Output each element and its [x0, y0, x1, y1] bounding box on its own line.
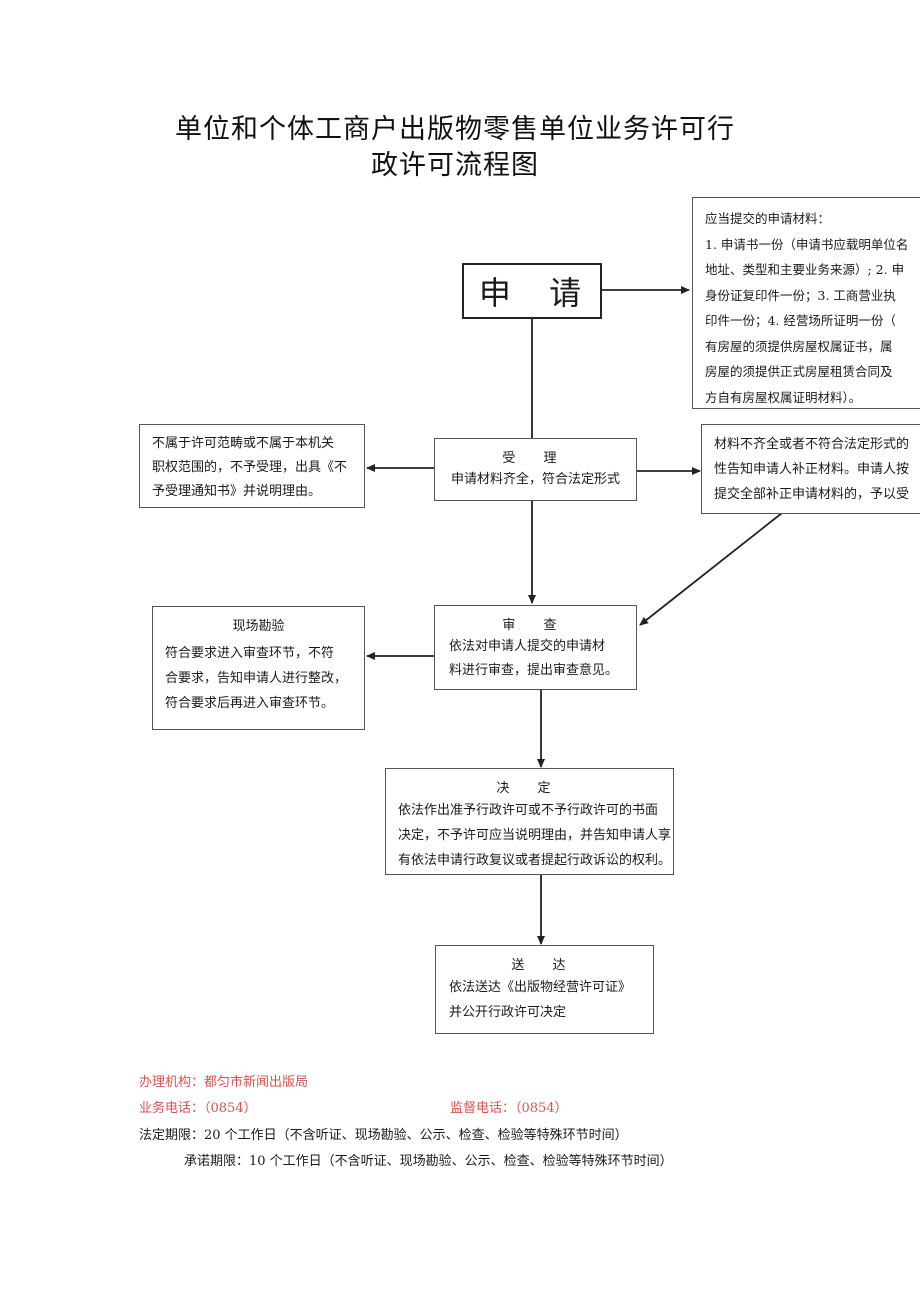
deliver-line-1: 依法送达《出版物经营许可证》: [449, 980, 632, 995]
review-line-2: 料进行审查，提出审查意见。: [449, 663, 619, 678]
materials-line-6: 有房屋的须提供房屋权属证书，属: [705, 338, 893, 354]
materials-line-8: 方自有房屋权属证明材料）。: [705, 389, 862, 405]
site-line-1: 符合要求进入审查环节，不符: [165, 646, 335, 661]
site-inspection-node: 现场勘验 符合要求进入审查环节，不符 合要求，告知申请人进行整改， 符合要求后再…: [152, 606, 365, 730]
arrow-incomplete-to-review: [639, 512, 783, 626]
decide-line-2: 决定，不予许可应当说明理由，并告知申请人享: [398, 828, 672, 843]
decide-node: 决 定 依法作出准予行政许可或不予行政许可的书面 决定，不予许可应当说明理由，并…: [385, 768, 674, 875]
decide-line-1: 依法作出准予行政许可或不予行政许可的书面: [398, 803, 659, 818]
materials-line-7: 房屋的须提供正式房屋租赁合同及: [705, 364, 893, 379]
review-line-1: 依法对申请人提交的申请材: [449, 639, 606, 654]
reject-line-2: 职权范围的，不予受理，出具《不: [152, 460, 348, 475]
decide-title: 决 定: [496, 781, 563, 796]
materials-line-3: 地址、类型和主要业务来源）; 2. 申: [705, 262, 905, 277]
review-title: 审 查: [502, 618, 569, 633]
site-line-3: 符合要求后再进入审查环节。: [165, 696, 335, 711]
site-title: 现场勘验: [232, 619, 285, 634]
footer-supervise-phone: 监督电话：（0854）: [450, 1101, 568, 1116]
footer-agency: 办理机构：都匀市新闻出版局: [139, 1075, 309, 1090]
review-node: 审 查 依法对申请人提交的申请材 料进行审查，提出审查意见。: [434, 605, 637, 690]
materials-node: 应当提交的申请材料： 1. 申请书一份（申请书应载明单位名 地址、类型和主要业务…: [692, 197, 920, 409]
apply-label: 申 请: [478, 274, 596, 312]
deliver-node: 送 达 依法送达《出版物经营许可证》 并公开行政许可决定: [435, 945, 654, 1034]
decide-line-3: 有依法申请行政复议或者提起行政诉讼的权利。: [398, 853, 672, 868]
accept-title: 受 理: [502, 451, 569, 466]
accept-node: 受 理 申请材料齐全，符合法定形式: [434, 438, 637, 501]
page-title-line-1: 单位和个体工商户出版物零售单位业务许可行: [175, 114, 735, 145]
reject-line-3: 予受理通知书》并说明理由。: [152, 484, 322, 499]
materials-line-1: 应当提交的申请材料：: [705, 211, 831, 226]
reject-line-1: 不属于许可范畴或不属于本机关: [152, 436, 335, 451]
apply-node: 申 请: [462, 263, 602, 319]
incomplete-line-2: 性告知申请人补正材料。申请人按: [714, 462, 910, 477]
deliver-line-2: 并公开行政许可决定: [449, 1005, 567, 1020]
site-line-2: 合要求，告知申请人进行整改，: [165, 671, 348, 686]
footer-promise-limit: 承诺期限：10 个工作日（不含听证、现场勘验、公示、检查、检验等特殊环节时间）: [184, 1154, 673, 1169]
footer-phone: 业务电话：（0854）: [139, 1101, 257, 1116]
footer-legal-limit: 法定期限：20 个工作日（不含听证、现场勘验、公示、检查、检验等特殊环节时间）: [139, 1128, 628, 1143]
incomplete-line-1: 材料不齐全或者不符合法定形式的: [714, 437, 910, 452]
incomplete-node: 材料不齐全或者不符合法定形式的 性告知申请人补正材料。申请人按 提交全部补正申请…: [701, 424, 920, 514]
materials-line-5: 印件一份；4. 经营场所证明一份（: [705, 313, 896, 328]
incomplete-line-3: 提交全部补正申请材料的，予以受: [714, 487, 910, 502]
materials-line-2: 1. 申请书一份（申请书应载明单位名: [705, 236, 909, 252]
page-title-line-2: 政许可流程图: [371, 150, 539, 181]
accept-text: 申请材料齐全，符合法定形式: [450, 472, 620, 487]
materials-line-4: 身份证复印件一份；3. 工商营业执: [705, 287, 896, 303]
reject-node: 不属于许可范畴或不属于本机关 职权范围的，不予受理，出具《不 予受理通知书》并说…: [139, 424, 365, 508]
deliver-title: 送 达: [511, 958, 578, 973]
